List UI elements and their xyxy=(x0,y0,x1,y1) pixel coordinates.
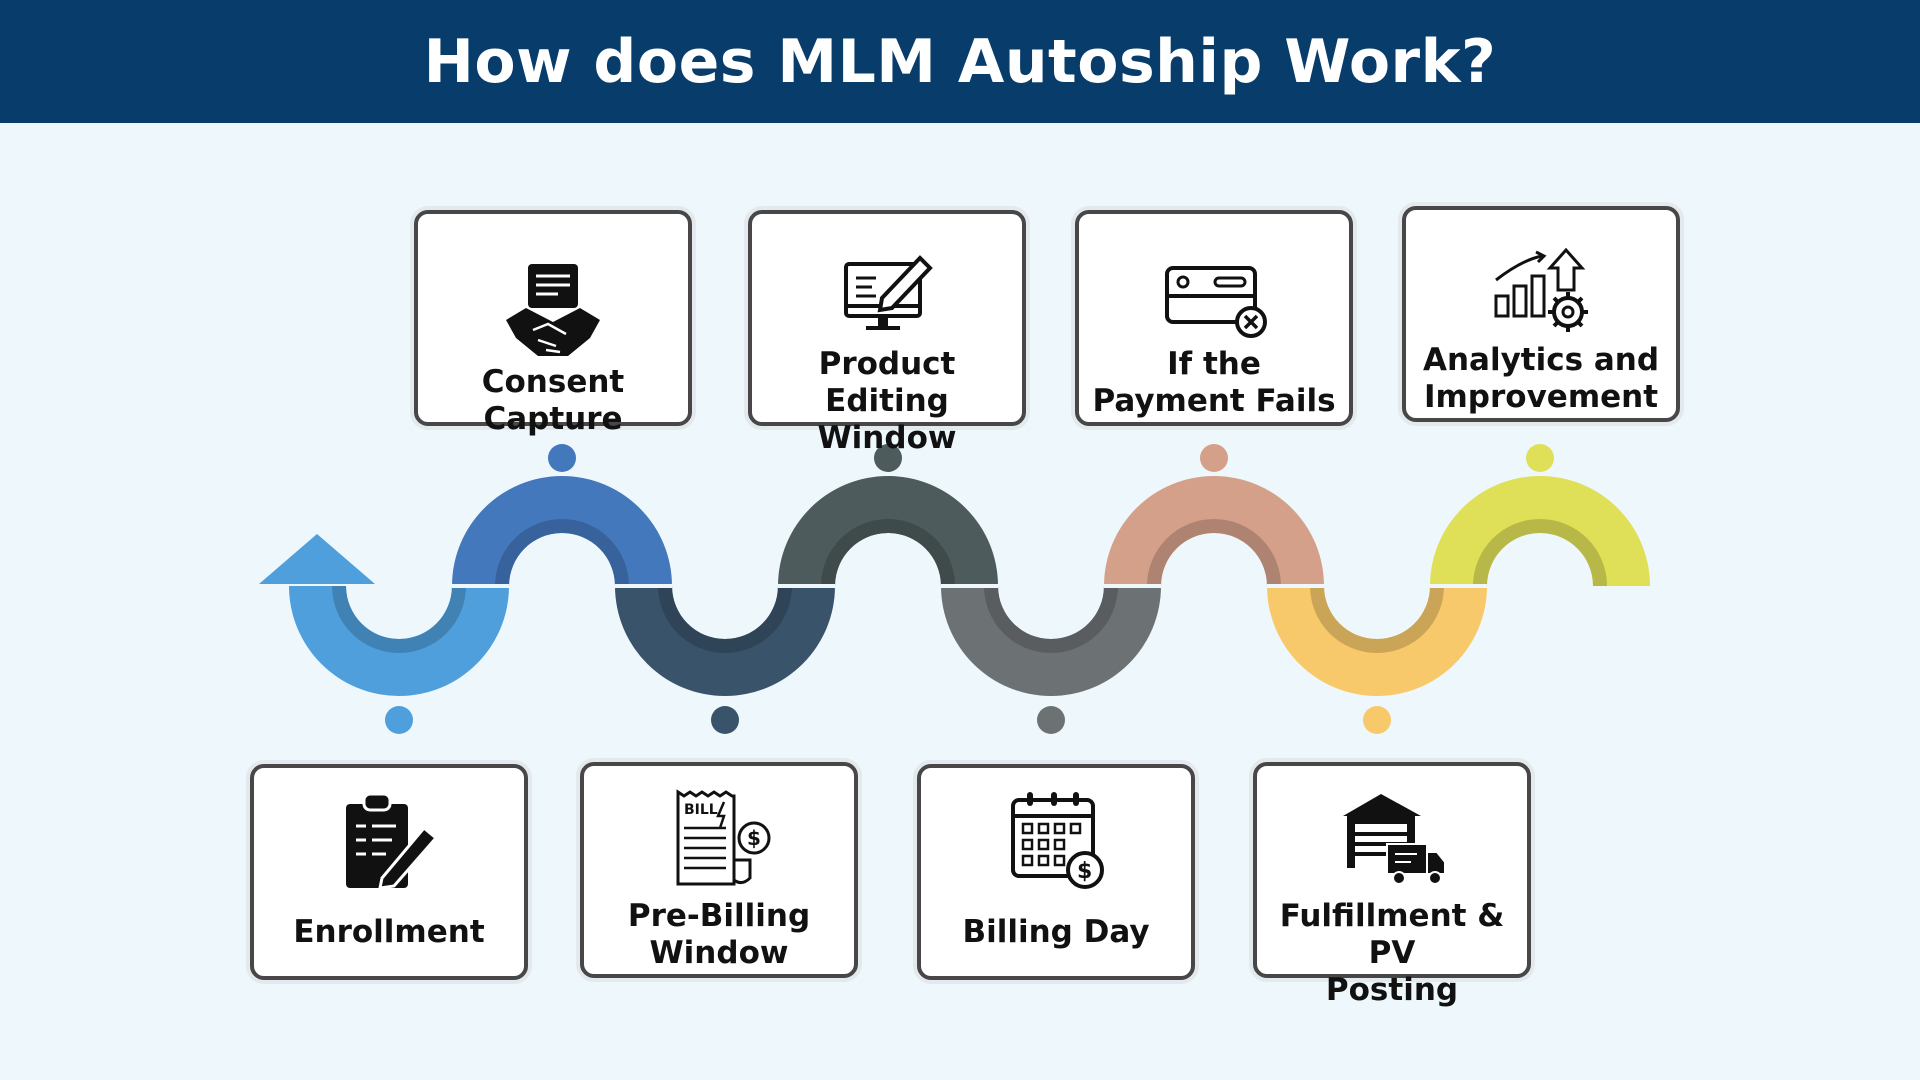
warehouse-truck-icon xyxy=(1343,794,1446,885)
step-label-line: Enrollment xyxy=(293,914,485,950)
step-card-pre-billing-window: BILL $ Pre-Billing Window xyxy=(580,762,858,978)
monitor-edit-icon xyxy=(844,255,933,330)
step-label-line: Posting xyxy=(1325,972,1459,1008)
step-label-line: Pre-Billing xyxy=(627,898,811,934)
step-card-payment-fails: If the Payment Fails xyxy=(1075,210,1353,426)
step-label-line: If the xyxy=(1167,346,1261,382)
step-label: Fulfillment & PV Posting xyxy=(1261,898,1523,1009)
step-label-line: Window xyxy=(817,420,957,456)
page-title: How does MLM Autoship Work? xyxy=(423,26,1497,97)
step-card-billing-day: $ Billing Day xyxy=(917,764,1195,980)
wave-segment-shade xyxy=(984,586,1118,653)
wave-segment-shade xyxy=(495,519,629,586)
clipboard-pen-icon xyxy=(346,792,439,890)
wave-segment-shade xyxy=(332,586,466,653)
step-dot xyxy=(385,706,413,734)
step-label-line: Consent Capture xyxy=(481,364,625,437)
calendar-dollar-icon: $ xyxy=(1011,792,1104,889)
step-dot xyxy=(1200,444,1228,472)
step-label: Consent Capture xyxy=(422,364,684,438)
step-label: Billing Day xyxy=(925,914,1187,951)
wave-segment-shade xyxy=(1147,519,1281,586)
card-declined-icon xyxy=(1165,266,1267,338)
step-label: Pre-Billing Window xyxy=(588,898,850,972)
step-card-product-editing-window: Product Editing Window xyxy=(748,210,1026,456)
svg-text:BILL: BILL xyxy=(684,802,718,818)
step-label-line: Product Editing xyxy=(818,346,956,419)
step-card-consent-capture: Consent Capture xyxy=(414,210,692,437)
wave-segment-shade xyxy=(1473,519,1607,586)
step-card-fulfillment-pv-posting: Fulfillment & PV Posting xyxy=(1253,762,1531,1008)
svg-text:$: $ xyxy=(747,826,761,850)
start-arrow-icon xyxy=(259,534,375,584)
step-label: Analytics and Improvement xyxy=(1410,342,1672,416)
wave-segment-shade xyxy=(821,519,955,586)
wave-segment-shade xyxy=(658,586,792,653)
step-dot xyxy=(874,444,902,472)
step-dot xyxy=(1526,444,1554,472)
step-dot xyxy=(1363,706,1391,734)
step-dot xyxy=(548,444,576,472)
step-label-line: Billing Day xyxy=(962,914,1150,950)
step-label: Enrollment xyxy=(258,914,520,951)
step-label-line: Fulfillment & PV xyxy=(1279,898,1505,971)
step-label-line: Improvement xyxy=(1423,379,1659,415)
step-label: Product Editing Window xyxy=(756,346,1018,457)
step-dot xyxy=(1037,706,1065,734)
step-label-line: Window xyxy=(649,935,789,971)
wave-segment-shade xyxy=(1310,586,1444,653)
growth-chart-gear-icon xyxy=(1494,247,1588,332)
bill-dollar-icon: BILL $ xyxy=(676,789,771,886)
step-label: If the Payment Fails xyxy=(1083,346,1345,420)
svg-text:$: $ xyxy=(1077,859,1092,884)
step-label-line: Analytics and xyxy=(1422,342,1660,378)
step-dot xyxy=(711,706,739,734)
step-card-enrollment: Enrollment xyxy=(250,764,528,980)
step-label-line: Payment Fails xyxy=(1092,383,1336,419)
step-card-analytics-improvement: Analytics and Improvement xyxy=(1402,206,1680,422)
handshake-document-icon xyxy=(506,264,600,356)
header-banner: How does MLM Autoship Work? xyxy=(0,0,1920,123)
